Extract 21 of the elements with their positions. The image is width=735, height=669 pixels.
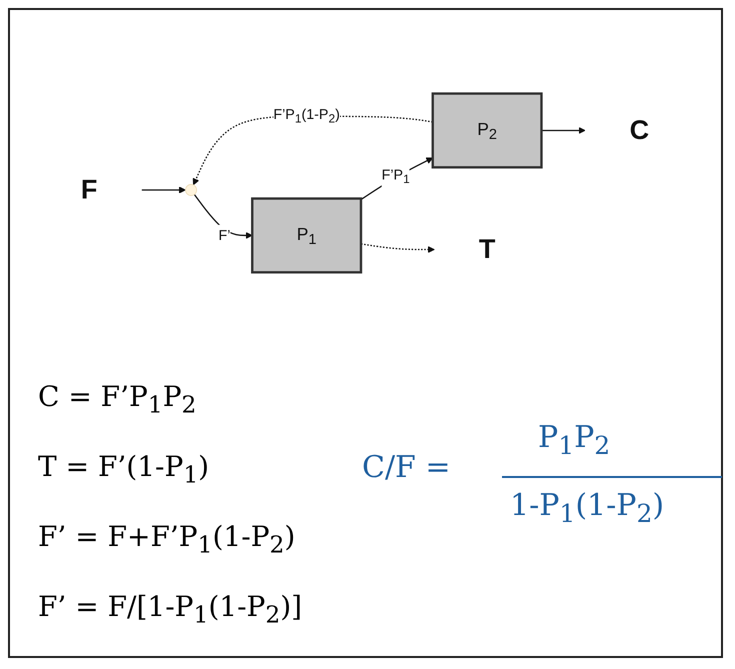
equation-text: T = F’(1-P$_{1}$)	[38, 450, 210, 489]
node-text: T	[478, 234, 496, 264]
formula-text: C/F =	[362, 450, 451, 485]
edge-label: F’P$_{1}$	[382, 166, 410, 186]
arrow	[360, 243, 435, 254]
arrow	[360, 158, 434, 200]
equation-text: F’ = F/[1-P$_{1}$(1-P$_{2}$)]	[38, 590, 302, 629]
node-box: P$_{2}$	[432, 92, 543, 169]
equation-text: C = F’P$_{1}$P$_{2}$	[38, 380, 196, 419]
node-text: F	[80, 174, 98, 205]
formula-text: P$_{1}$P$_{2}$	[538, 420, 610, 460]
node-circle	[185, 184, 198, 196]
equation-text: F’ = F+F’P$_{1}$(1-P$_{2}$)	[38, 520, 296, 559]
edge-label: F’P$_{1}$(1-P$_{2}$)	[273, 106, 340, 126]
arrow	[541, 126, 586, 134]
arrow	[142, 186, 186, 194]
edge-label: F’	[218, 227, 230, 243]
node-text: C	[630, 114, 650, 146]
formula-text: 1-P$_{1}$(1-P$_{2}$)	[510, 488, 664, 528]
arrow	[194, 194, 253, 239]
node-box: P$_{1}$	[251, 197, 362, 274]
